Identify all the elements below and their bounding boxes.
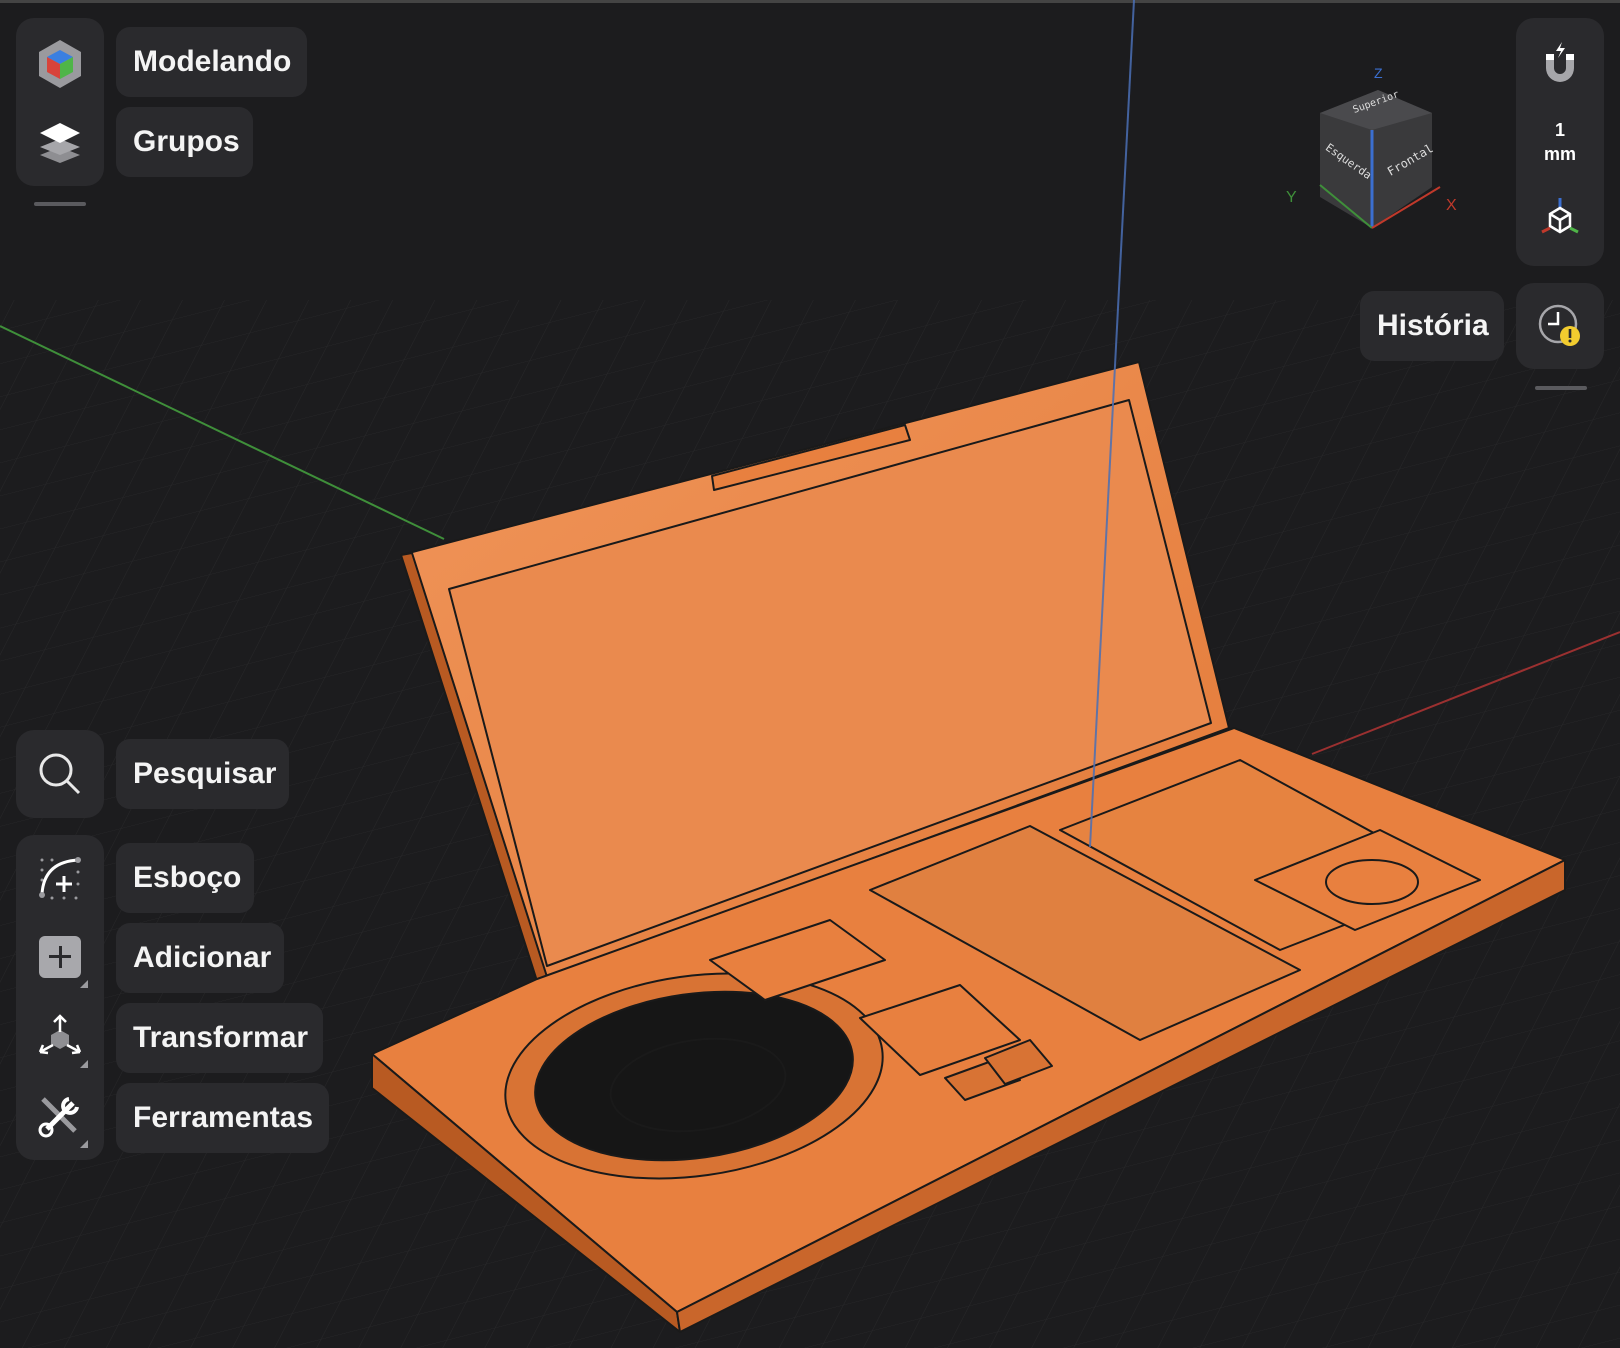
snap-value: 1 <box>1554 120 1565 140</box>
right-grabber[interactable] <box>1535 386 1587 390</box>
transform-submenu-indicator <box>80 1060 88 1068</box>
orientation-cube-icon[interactable] <box>1530 192 1590 244</box>
sketch-button[interactable]: Esboço <box>116 843 254 913</box>
tools-wrench-screwdriver-icon[interactable] <box>30 1086 90 1146</box>
add-icon[interactable] <box>30 927 90 987</box>
sketch-icon[interactable] <box>30 848 90 908</box>
add-button[interactable]: Adicionar <box>116 923 284 993</box>
axis-y-label: Y <box>1286 189 1297 206</box>
history-label: História <box>1377 309 1489 342</box>
tools-button[interactable]: Ferramentas <box>116 1083 329 1153</box>
transform-icon[interactable] <box>30 1006 90 1066</box>
laptop-model[interactable] <box>371 361 1566 1333</box>
top-left-grabber[interactable] <box>34 202 86 206</box>
y-axis-line <box>0 325 445 540</box>
workspace-button[interactable]: Modelando <box>116 27 307 97</box>
tools-label: Ferramentas <box>133 1101 314 1134</box>
workspace-label: Modelando <box>133 45 292 78</box>
x-axis-line <box>1311 631 1620 755</box>
snap-unit: mm <box>1543 144 1576 164</box>
transform-label: Transformar <box>133 1021 309 1054</box>
add-label: Adicionar <box>133 941 272 974</box>
sketch-label: Esboço <box>133 861 242 894</box>
groups-label: Grupos <box>133 125 240 158</box>
history-icon-button[interactable] <box>1516 283 1604 369</box>
search-button[interactable]: Pesquisar <box>116 739 289 809</box>
snap-increment[interactable]: 1 mm <box>1516 118 1604 166</box>
tools-panel <box>16 835 104 1160</box>
search-label: Pesquisar <box>133 757 277 790</box>
history-clock-warning-icon[interactable] <box>1530 296 1590 356</box>
add-submenu-indicator <box>80 980 88 988</box>
search-icon[interactable] <box>30 744 90 804</box>
snap-magnet-icon[interactable] <box>1530 34 1590 94</box>
view-cube[interactable]: Superior Esquerda Frontal X Y Z <box>1286 65 1457 235</box>
z-axis-line <box>1089 0 1135 848</box>
axis-z-label: Z <box>1374 65 1383 81</box>
groups-button[interactable]: Grupos <box>116 107 253 177</box>
workspace-cube-icon[interactable] <box>30 34 90 94</box>
axis-x-label: X <box>1446 197 1457 214</box>
search-panel <box>16 730 104 818</box>
tools-submenu-indicator <box>80 1140 88 1148</box>
history-button[interactable]: História <box>1360 291 1504 361</box>
layers-icon[interactable] <box>30 113 90 173</box>
transform-button[interactable]: Transformar <box>116 1003 323 1073</box>
